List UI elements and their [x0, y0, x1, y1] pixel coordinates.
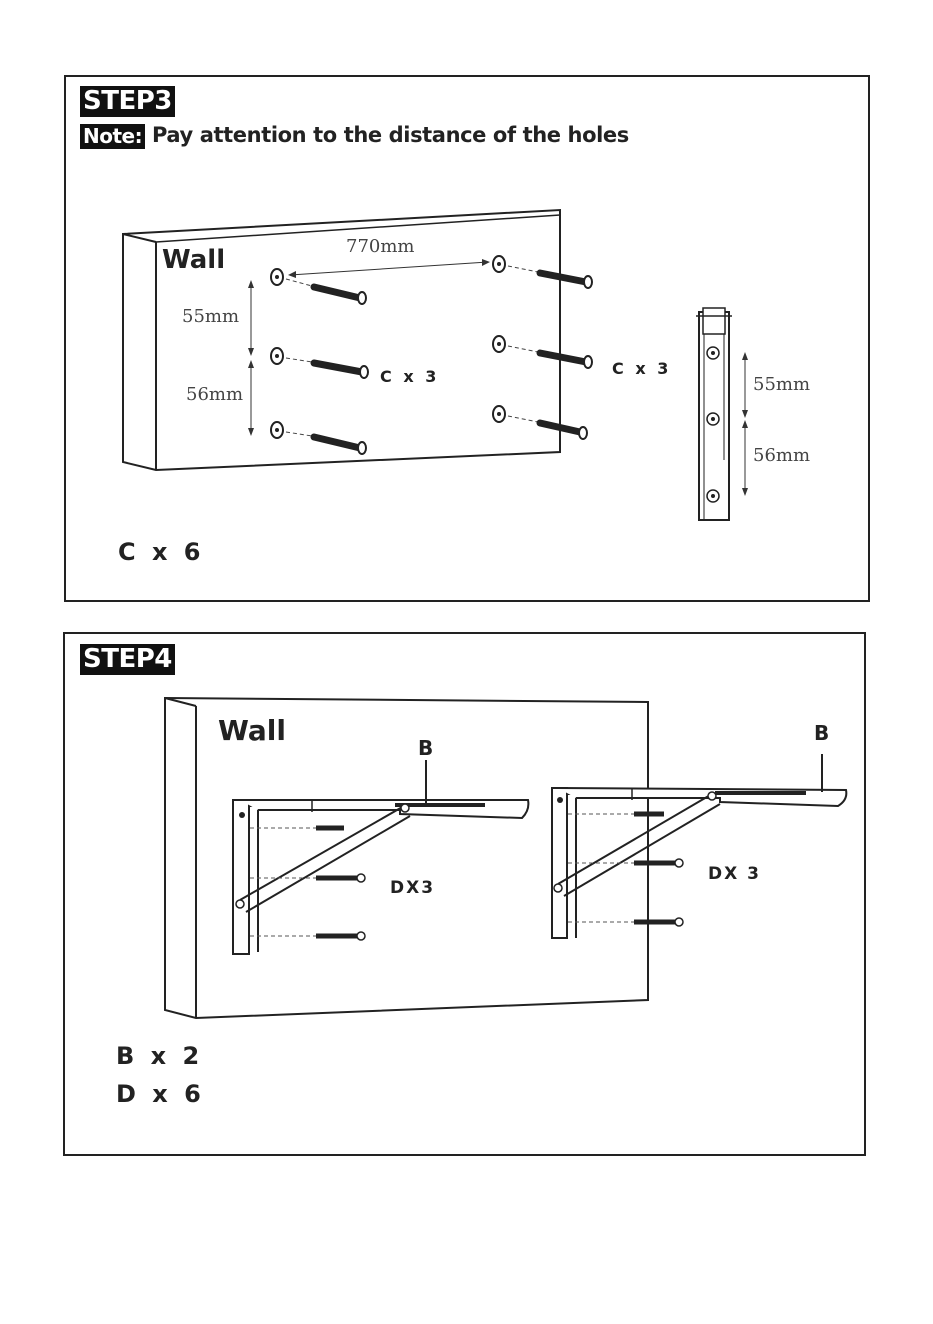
part-b-right-label: B: [814, 721, 829, 745]
part-b-left-label: B: [418, 736, 433, 760]
step4-total-d: D x 6: [116, 1080, 205, 1108]
screws-right-label: DX 3: [708, 864, 761, 884]
wall-label-step4: Wall: [218, 714, 286, 747]
screws-left-label: DX3: [390, 878, 435, 898]
step4-total-b: B x 2: [116, 1042, 203, 1070]
